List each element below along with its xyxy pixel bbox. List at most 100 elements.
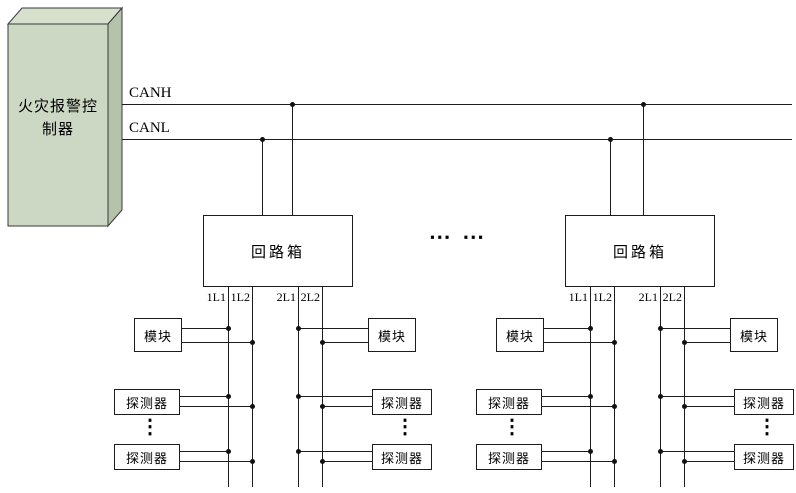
- wire: [180, 461, 252, 462]
- vertical-ellipsis: ⋮: [395, 416, 415, 438]
- loop-line-1l2: [252, 287, 253, 487]
- junction-dot: [260, 137, 265, 142]
- junction-dot: [226, 449, 231, 454]
- controller-label: 火灾报警控 制器: [8, 96, 108, 142]
- wire: [660, 328, 730, 329]
- detector-box: 探测器: [372, 444, 432, 470]
- module-label: 模块: [377, 328, 406, 344]
- detector-box: 探测器: [114, 389, 180, 415]
- loop-box: 回路箱: [565, 215, 715, 287]
- junction-dot: [296, 326, 301, 331]
- junction-dot: [250, 459, 255, 464]
- loop-line-2l2: [322, 287, 323, 487]
- loop-box: 回路箱: [203, 215, 353, 287]
- module-box: 模块: [496, 318, 544, 352]
- detector-label: 探测器: [742, 395, 785, 411]
- module-label: 模块: [739, 328, 768, 344]
- wire: [542, 461, 614, 462]
- canh-label: CANH: [129, 85, 172, 101]
- junction-dot: [320, 404, 325, 409]
- canl-label: CANL: [129, 120, 170, 136]
- wire: [180, 396, 228, 397]
- detector-label: 探测器: [380, 450, 423, 466]
- wire: [542, 451, 590, 452]
- loop-line-1l1: [590, 287, 591, 487]
- junction-dot: [682, 404, 687, 409]
- junction-dot: [588, 394, 593, 399]
- junction-dot: [612, 459, 617, 464]
- controller-front-face: [7, 23, 109, 227]
- junction-dot: [608, 137, 613, 142]
- junction-dot: [612, 340, 617, 345]
- wire: [180, 406, 252, 407]
- junction-dot: [250, 340, 255, 345]
- detector-box: 探测器: [372, 389, 432, 415]
- detector-box: 探测器: [734, 389, 794, 415]
- wire: [322, 406, 372, 407]
- junction-dot: [226, 394, 231, 399]
- wire: [298, 396, 372, 397]
- detector-label: 探测器: [125, 450, 168, 466]
- module-label: 模块: [505, 328, 534, 344]
- detector-box: 探测器: [734, 444, 794, 470]
- port-label-2l1: 2L1: [276, 290, 296, 304]
- loop-box-label: 回路箱: [250, 244, 305, 261]
- controller-top-face: [6, 7, 124, 25]
- controller-side-face: [107, 6, 123, 228]
- module-box: 模块: [730, 318, 778, 352]
- loop-line-1l1: [228, 287, 229, 487]
- module-box: 模块: [368, 318, 416, 352]
- detector-box: 探测器: [114, 444, 180, 470]
- vertical-ellipsis: ⋮: [757, 416, 777, 438]
- canh-bus-line: [122, 104, 792, 105]
- loop-box-label: 回路箱: [612, 244, 667, 261]
- detector-label: 探测器: [125, 395, 168, 411]
- module-box: 模块: [134, 318, 182, 352]
- module-label: 模块: [143, 328, 172, 344]
- controller-label-line1: 火灾报警控: [17, 99, 98, 115]
- fire-alarm-controller-box: [6, 6, 124, 228]
- loop-line-2l2: [684, 287, 685, 487]
- wire: [544, 342, 614, 343]
- detector-box: 探测器: [476, 444, 542, 470]
- junction-dot: [588, 449, 593, 454]
- wire: [542, 406, 614, 407]
- vertical-ellipsis: ⋮: [140, 416, 160, 438]
- junction-dot: [612, 404, 617, 409]
- vertical-ellipsis: ⋮: [502, 416, 522, 438]
- wire: [684, 461, 734, 462]
- wire: [322, 461, 372, 462]
- port-label-1l2: 1L2: [592, 290, 612, 304]
- wire: [182, 342, 252, 343]
- port-label-1l2: 1L2: [230, 290, 250, 304]
- junction-dot: [320, 340, 325, 345]
- junction-dot: [658, 326, 663, 331]
- wire: [322, 342, 368, 343]
- junction-dot: [290, 102, 295, 107]
- junction-dot: [641, 102, 646, 107]
- wire: [182, 328, 228, 329]
- drop-line: [610, 139, 611, 215]
- drop-line: [262, 139, 263, 215]
- wire: [684, 342, 730, 343]
- port-label-1l1: 1L1: [206, 290, 226, 304]
- detector-label: 探测器: [742, 450, 785, 466]
- junction-dot: [658, 394, 663, 399]
- wire: [542, 396, 590, 397]
- canl-bus-line: [122, 139, 792, 140]
- junction-dot: [682, 459, 687, 464]
- junction-dot: [588, 326, 593, 331]
- detector-label: 探测器: [380, 395, 423, 411]
- loop-group: 回路箱 1L1 1L2 2L1 2L2 模块 探测器 ⋮ 探测器: [114, 215, 444, 487]
- port-label-2l1: 2L1: [638, 290, 658, 304]
- wire: [684, 406, 734, 407]
- junction-dot: [296, 394, 301, 399]
- loop-line-2l1: [660, 287, 661, 487]
- junction-dot: [296, 449, 301, 454]
- wire: [180, 451, 228, 452]
- drop-line: [292, 104, 293, 215]
- drop-line: [643, 104, 644, 215]
- loop-line-2l1: [298, 287, 299, 487]
- wire: [298, 451, 372, 452]
